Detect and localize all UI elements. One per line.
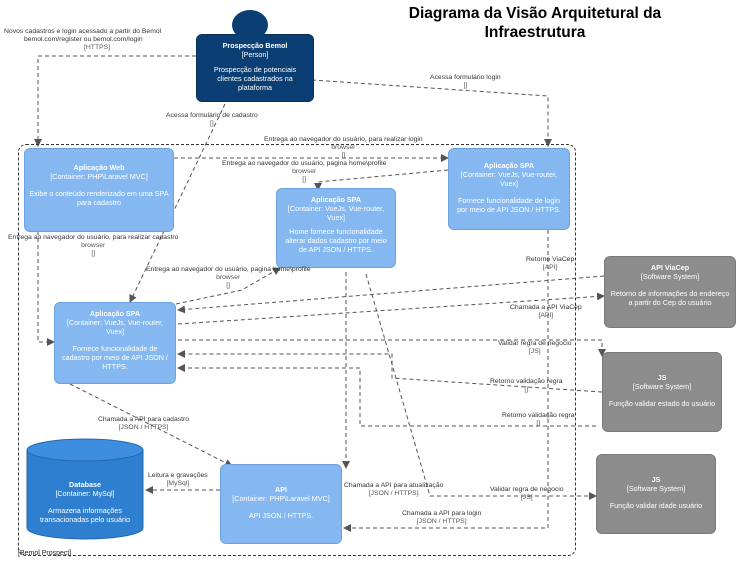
- boundary-label: [Bemol Prospect]: [18, 550, 72, 557]
- database-label: Database [Container: MySql] Armazena inf…: [26, 480, 144, 524]
- edge-label-web-spalogin: Entrega ao navegador do usuário, para re…: [264, 136, 423, 159]
- node-name: Prospecção Bemol: [222, 41, 288, 50]
- node-name: Aplicação SPA: [89, 309, 141, 318]
- container-spa-home[interactable]: Aplicação SPA [Container: VueJs, Vue-rou…: [276, 188, 396, 268]
- title-line-1: Diagrama da Visão Arquitetural da: [408, 5, 662, 22]
- node-desc: Retorno de informações do endereço a par…: [610, 289, 730, 307]
- node-desc: Fornece funcionalidade de cadastro por m…: [62, 344, 168, 371]
- edge-label-web-spacadastro: Entrega ao navegador do usuário, para re…: [8, 234, 179, 257]
- arrow-spalogin-api: [343, 230, 549, 532]
- node-desc: Função validar idade usuário: [609, 501, 703, 510]
- arrow-spahome-jsidade: [365, 273, 597, 500]
- node-desc: Armazena informações transacionadas pelo…: [40, 506, 130, 524]
- arrow-jsestado-spacadastro: [177, 350, 603, 393]
- arrow-web-spacadastro: [37, 210, 55, 346]
- arrow-spacadastro-viacep: [177, 292, 605, 325]
- node-name: JS: [657, 373, 667, 382]
- node-name: API ViaCep: [650, 263, 690, 272]
- edge-label-spalogin-spahome: Entrega ao navegador do usuário, pagina …: [222, 160, 387, 183]
- node-type: [Container: VueJs, Vue-router, Vuex]: [66, 318, 164, 336]
- arrow-person-spalogin: [311, 79, 552, 147]
- edge-label-login-api: Chamada a API para login [JSON / HTTPS]: [402, 510, 482, 525]
- edge-label-viacep-call: Chamada a API ViaCep [API]: [510, 304, 582, 319]
- system-js-idade[interactable]: JS [Software System] Função validar idad…: [596, 454, 716, 534]
- node-desc: Home fornece funcionalidade alterar dado…: [285, 227, 387, 254]
- edge-label-person-spacadastro: Acessa formulário de cadastro []: [166, 112, 258, 127]
- arrow-spacadastro-api: [69, 383, 233, 467]
- system-js-estado[interactable]: JS [Software System] Função validar esta…: [602, 352, 722, 432]
- container-spa-login[interactable]: Aplicação SPA [Container: VueJs, Vue-rou…: [448, 148, 570, 230]
- arrow-jsidade-spacadastro: [177, 364, 596, 427]
- arrow-person-web: [34, 55, 196, 147]
- arrow-spacadastro-jsestado: [178, 339, 606, 357]
- node-desc: Função validar estado do usuário: [608, 399, 716, 408]
- edge-label-api-database: Leitura e gravações [MySql]: [148, 472, 208, 487]
- edge-label-retorno-idade: Retorno validação regra []: [502, 412, 575, 427]
- arrow-person-spacadastro: [129, 103, 226, 303]
- edge-label-validar-idade: Validar regra de negocio [JS]: [490, 486, 564, 501]
- diagram-title: Diagrama da Visão Arquitetural da Infrae…: [370, 4, 700, 42]
- person-head-icon: [232, 10, 268, 40]
- node-desc: Exibe o conteúdo renderizado em uma SPA …: [29, 189, 169, 207]
- node-name: Aplicação SPA: [310, 195, 362, 204]
- edge-label-person-web: Novos cadastros e login acessado a parti…: [4, 28, 162, 51]
- edge-label-cadastro-api: Chamada a API para cadastro [JSON / HTTP…: [98, 416, 190, 431]
- node-type: [Software System]: [626, 484, 686, 493]
- edge-label-retorno-estado: Retorno validação regra []: [490, 378, 563, 393]
- title-line-2: Infraestrutura: [484, 24, 586, 41]
- system-boundary: [18, 144, 576, 556]
- node-desc: Fornece funcionalidade de login por meio…: [457, 196, 561, 214]
- edge-label-validar-estado: Validar regra de negocio [JS]: [498, 340, 572, 355]
- node-name: Aplicação Web: [73, 163, 125, 172]
- node-type: [Software System]: [640, 272, 700, 281]
- system-api-viacep[interactable]: API ViaCep [Software System] Retorno de …: [604, 256, 736, 328]
- database-cylinder-icon[interactable]: [26, 438, 144, 540]
- container-aplicacao-web[interactable]: Aplicação Web [Container: PHP\Laravel MV…: [24, 148, 174, 232]
- node-type: [Container: MySql]: [55, 489, 115, 498]
- container-spa-cadastro[interactable]: Aplicação SPA [Container: VueJs, Vue-rou…: [54, 302, 176, 384]
- node-type: [Container: PHP\Laravel MVC]: [232, 494, 330, 503]
- node-desc: API JSON / HTTPS.: [248, 511, 314, 520]
- node-type: [Software System]: [632, 382, 692, 391]
- arrow-spacadastro-spahome: [175, 267, 281, 305]
- node-type: [Person]: [241, 50, 269, 59]
- edge-label-home-api: Chamada a API para atualização [JSON / H…: [344, 482, 444, 497]
- node-desc: Prospecção de potenciais clientes cadast…: [213, 65, 297, 92]
- container-api[interactable]: API [Container: PHP\Laravel MVC] API JSO…: [220, 464, 342, 544]
- arrow-spalogin-spahome: [314, 169, 449, 191]
- node-name: JS: [651, 475, 661, 484]
- edge-label-person-spalogin: Acessa formulário login []: [430, 74, 501, 89]
- edge-label-viacep-return: Retorno ViaCep [API]: [526, 256, 575, 271]
- person-prospeccao-bemol[interactable]: Prospecção Bemol [Person] Prospecção de …: [196, 34, 314, 102]
- node-type: [Container: PHP\Laravel MVC]: [50, 172, 148, 181]
- node-name: Aplicação SPA: [483, 161, 535, 170]
- node-type: [Container: VueJs, Vue-router, Vuex]: [287, 204, 385, 222]
- arrow-viacep-spacadastro: [177, 275, 605, 314]
- edge-label-spacadastro-spahome: Entrega ao navegador do usuário, pagina …: [146, 266, 311, 289]
- node-type: [Container: VueJs, Vue-router, Vuex]: [460, 170, 558, 188]
- node-name: Database: [69, 480, 101, 489]
- node-name: API: [275, 485, 287, 494]
